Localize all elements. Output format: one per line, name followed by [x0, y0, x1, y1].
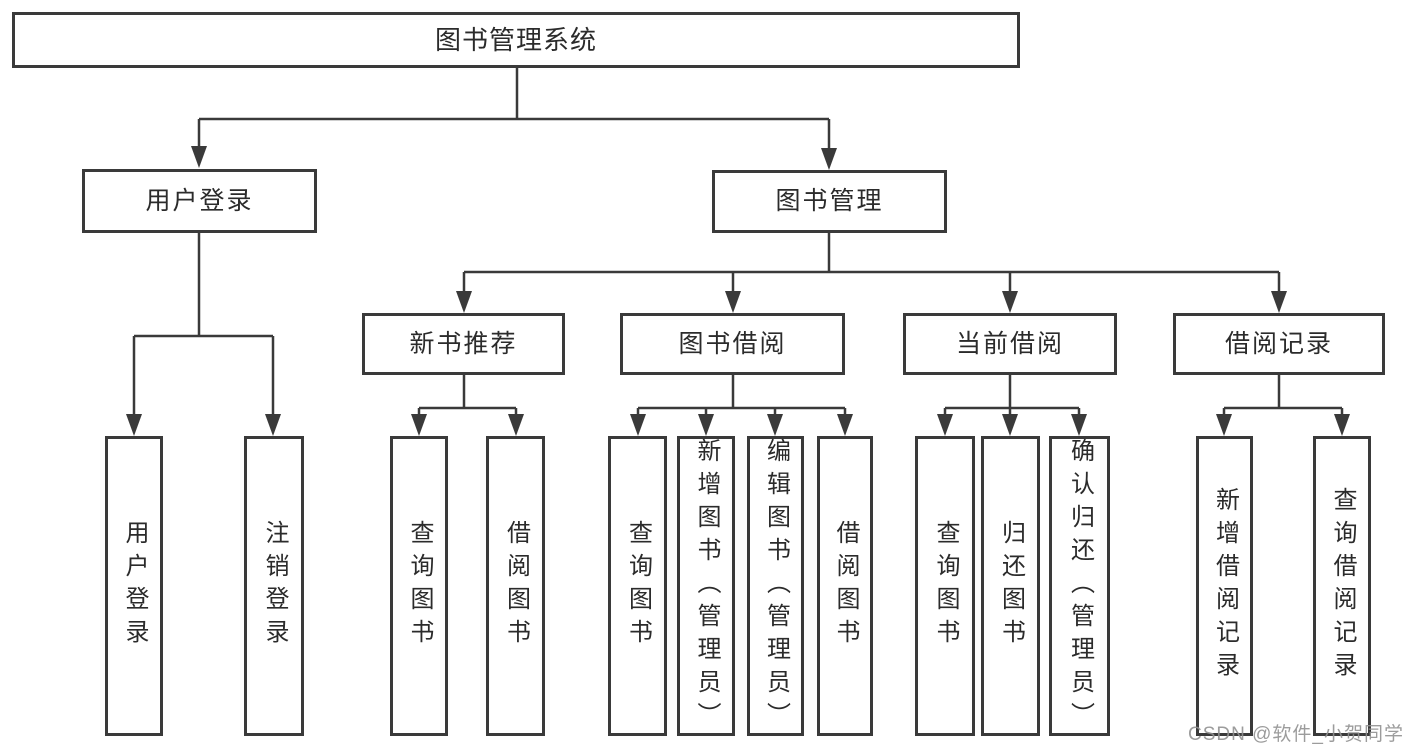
arrow-down	[1002, 414, 1018, 436]
connector-root-to-level2	[191, 68, 837, 170]
leaf-query-books-current: 查询图书	[915, 436, 975, 736]
arrow-down	[837, 414, 853, 436]
arrow-down	[1271, 291, 1287, 313]
connector-book-borrow-to-leaves	[630, 375, 853, 436]
node-label: 注销登录	[261, 520, 288, 652]
leaf-add-book-admin: 新增图书（管理员）	[677, 436, 735, 736]
node-borrow-records: 借阅记录	[1173, 313, 1385, 375]
arrow-down	[937, 414, 953, 436]
node-label: 借阅图书	[502, 520, 530, 652]
node-label: 查询图书	[406, 520, 433, 652]
node-label: 归还图书	[997, 520, 1025, 652]
arrow-down	[265, 414, 281, 436]
node-new-book-recommend: 新书推荐	[362, 313, 565, 375]
node-label: 借阅记录	[1224, 329, 1333, 358]
leaf-borrow-books-borrow: 借阅图书	[817, 436, 873, 736]
node-label: 查询图书	[624, 520, 652, 652]
arrow-down	[725, 291, 741, 313]
connector-book-management-to-level3	[456, 233, 1287, 313]
arrow-down	[1071, 414, 1087, 436]
leaf-borrow-books-recommend: 借阅图书	[486, 436, 545, 736]
node-label: 借阅图书	[832, 520, 859, 652]
arrow-down	[698, 414, 714, 436]
arrow-down	[126, 414, 142, 436]
node-book-management: 图书管理	[712, 170, 947, 233]
leaf-query-books-borrow: 查询图书	[608, 436, 667, 736]
node-root: 图书管理系统	[12, 12, 1020, 68]
arrow-down	[630, 414, 646, 436]
leaf-edit-book-admin: 编辑图书（管理员）	[747, 436, 804, 736]
arrow-down	[1216, 414, 1232, 436]
node-label: 查询图书	[932, 520, 959, 652]
watermark: CSDN @软件_小贺同学	[1188, 724, 1404, 745]
arrow-down	[411, 414, 427, 436]
leaf-logout: 注销登录	[244, 436, 304, 736]
node-label: 查询借阅记录	[1329, 487, 1356, 685]
node-user-login: 用户登录	[82, 169, 317, 233]
arrow-down	[1002, 291, 1018, 313]
node-current-borrow: 当前借阅	[903, 313, 1117, 375]
node-label: 确认归还（管理员）	[1066, 437, 1094, 735]
arrow-down	[508, 414, 524, 436]
arrow-down	[821, 148, 837, 170]
connector-new-book-recommend-to-leaves	[411, 375, 524, 436]
node-label: 图书管理系统	[434, 25, 597, 55]
arrow-down	[1334, 414, 1350, 436]
node-label: 用户登录	[145, 186, 254, 215]
node-label: 当前借阅	[955, 329, 1064, 358]
arrow-down	[191, 146, 207, 168]
arrow-down	[767, 414, 783, 436]
leaf-confirm-return-admin: 确认归还（管理员）	[1049, 436, 1110, 736]
arrow-down	[456, 291, 472, 313]
connector-user-login-to-leaves	[126, 233, 281, 436]
node-label: 新增图书（管理员）	[693, 437, 720, 735]
connector-borrow-records-to-leaves	[1216, 375, 1350, 436]
leaf-user-login: 用户登录	[105, 436, 163, 736]
leaf-query-borrow-record: 查询借阅记录	[1313, 436, 1371, 736]
node-label: 编辑图书（管理员）	[762, 437, 790, 735]
leaf-query-books-recommend: 查询图书	[390, 436, 448, 736]
node-label: 新增借阅记录	[1211, 487, 1239, 685]
node-label: 图书借阅	[678, 329, 787, 358]
node-label: 新书推荐	[409, 329, 518, 358]
node-label: 图书管理	[775, 187, 884, 215]
leaf-return-book: 归还图书	[981, 436, 1040, 736]
connector-current-borrow-to-leaves	[937, 375, 1087, 436]
node-book-borrow: 图书借阅	[620, 313, 845, 375]
node-label: 用户登录	[121, 520, 148, 652]
leaf-add-borrow-record: 新增借阅记录	[1196, 436, 1253, 736]
